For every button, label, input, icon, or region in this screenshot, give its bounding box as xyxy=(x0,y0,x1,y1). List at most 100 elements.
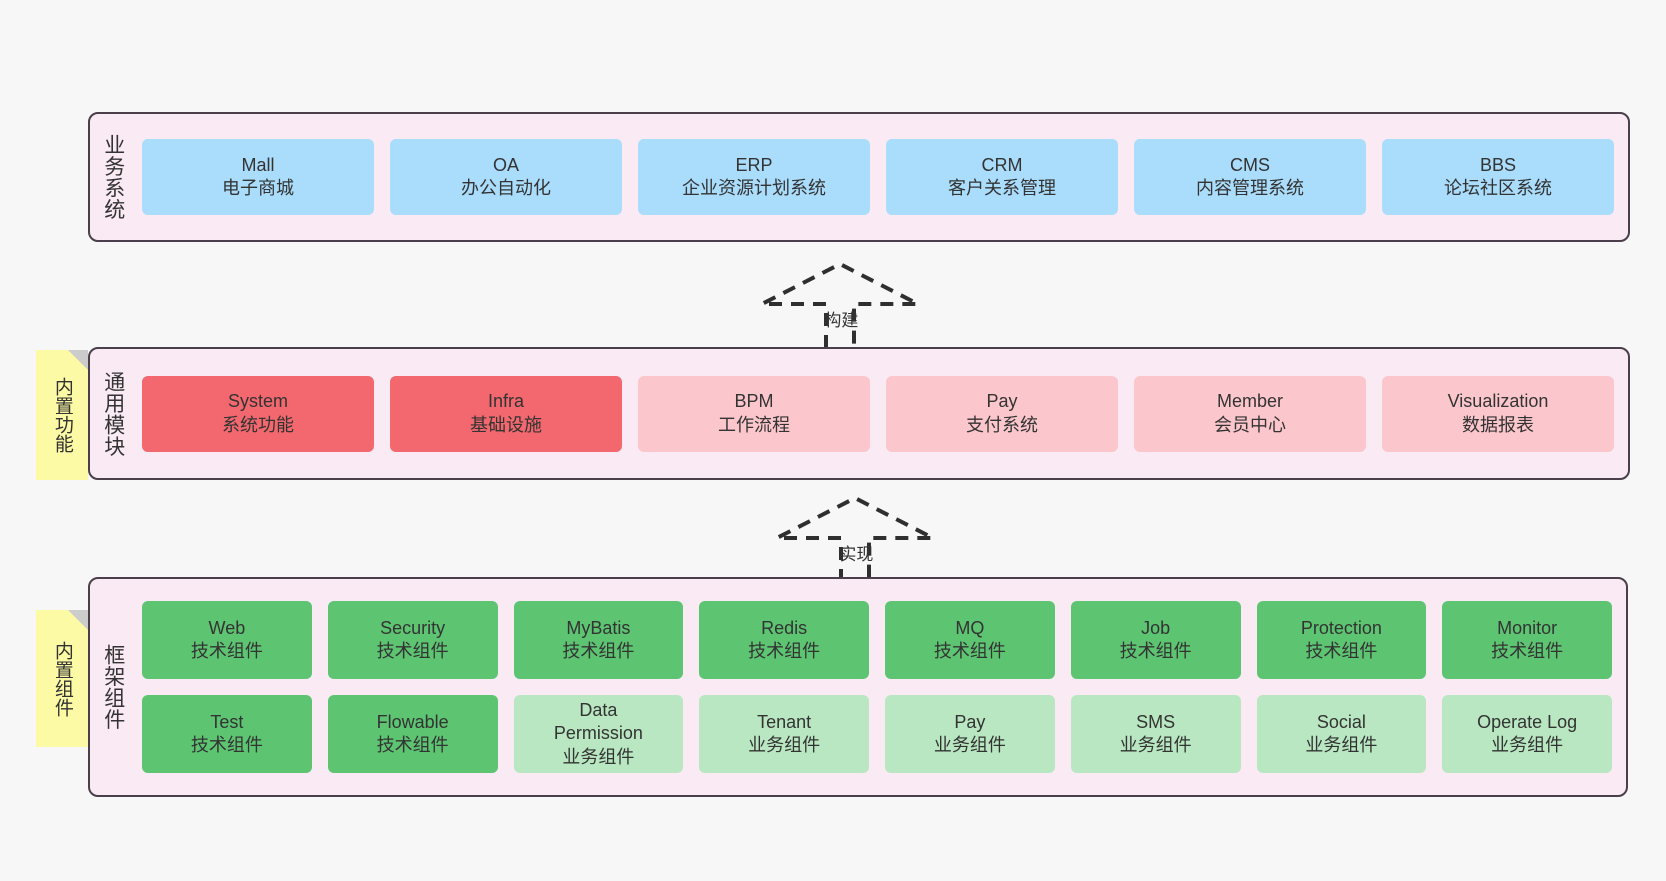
sticky-note-builtin-components: 内置组件 xyxy=(36,610,88,747)
component-card-subtitle: 技术组件 xyxy=(1119,641,1192,661)
component-card-title: Protection xyxy=(1300,617,1382,638)
module-card-cms[interactable]: CMS 内容管理系统 xyxy=(1134,139,1366,215)
component-card-title: Test xyxy=(210,711,244,732)
module-card-subtitle: 论坛社区系统 xyxy=(1444,178,1552,198)
component-card-subtitle: 业务组件 xyxy=(1491,735,1564,755)
module-card-subtitle: 客户关系管理 xyxy=(948,178,1056,198)
component-card-data-permission[interactable]: Data Permission 业务组件 xyxy=(513,695,684,773)
module-card-title: Visualization xyxy=(1447,391,1549,412)
module-card-bbs[interactable]: BBS 论坛社区系统 xyxy=(1382,139,1614,215)
component-card-subtitle: 技术组件 xyxy=(1305,641,1378,661)
module-card-title: BBS xyxy=(1479,154,1517,175)
module-card-subtitle: 内容管理系统 xyxy=(1196,178,1304,198)
component-card-monitor[interactable]: Monitor 技术组件 xyxy=(1442,601,1612,679)
component-card-pay[interactable]: Pay 业务组件 xyxy=(885,695,1055,773)
sticky-note-text: 内置功能 xyxy=(51,377,73,453)
layer-cells-framework-components: Web 技术组件 Security 技术组件 MyBatis 技术组件 Redi… xyxy=(136,579,1626,795)
connector-implement: 实现 xyxy=(775,492,935,588)
layer-cells-business-systems: Mall 电子商城 OA 办公自动化 ERP 企业资源计划系统 CRM 客户关系… xyxy=(136,114,1628,240)
module-card-member[interactable]: Member 会员中心 xyxy=(1134,375,1366,452)
component-card-title: Monitor xyxy=(1497,617,1558,638)
layer-label-common-modules: 通用模块 xyxy=(101,370,125,457)
module-card-visualization[interactable]: Visualization 数据报表 xyxy=(1382,375,1614,452)
cell-row: System 系统功能 Infra 基础设施 BPM 工作流程 Pay 支付系统… xyxy=(142,375,1614,452)
component-card-title: Security xyxy=(380,617,446,638)
component-card-subtitle: 技术组件 xyxy=(1491,641,1564,661)
component-card-title: Operate Log xyxy=(1477,711,1578,732)
component-card-title: Tenant xyxy=(757,711,812,732)
module-card-pay[interactable]: Pay 支付系统 xyxy=(886,375,1118,452)
component-card-subtitle: 技术组件 xyxy=(748,641,821,661)
component-card-title: MQ xyxy=(955,617,985,638)
component-card-title: Data Permission xyxy=(553,700,643,744)
component-card-title: Web xyxy=(208,617,246,638)
module-card-title: System xyxy=(227,391,288,412)
component-card-mybatis[interactable]: MyBatis 技术组件 xyxy=(513,601,684,679)
layer-common-modules: 通用模块 System 系统功能 Infra 基础设施 BPM 工作流程 Pay… xyxy=(88,347,1630,480)
connector-build: 构建 xyxy=(760,258,920,354)
component-card-security[interactable]: Security 技术组件 xyxy=(327,601,498,679)
module-card-subtitle: 电子商城 xyxy=(222,178,294,198)
component-card-sms[interactable]: SMS 业务组件 xyxy=(1070,695,1241,773)
connector-implement-label: 实现 xyxy=(839,545,874,564)
layer-label-framework-components: 框架组件 xyxy=(101,644,125,730)
component-card-subtitle: 业务组件 xyxy=(748,735,821,755)
module-card-subtitle: 基础设施 xyxy=(470,414,542,435)
component-card-subtitle: 技术组件 xyxy=(933,641,1006,661)
module-card-subtitle: 办公自动化 xyxy=(461,178,551,198)
component-card-flowable[interactable]: Flowable 技术组件 xyxy=(327,695,498,773)
cell-row: Mall 电子商城 OA 办公自动化 ERP 企业资源计划系统 CRM 客户关系… xyxy=(142,139,1614,215)
component-card-web[interactable]: Web 技术组件 xyxy=(142,601,312,679)
layer-business-systems: 业务系统 Mall 电子商城 OA 办公自动化 ERP 企业资源计划系统 CRM… xyxy=(88,112,1630,242)
module-card-infra[interactable]: Infra 基础设施 xyxy=(390,375,622,452)
module-card-subtitle: 系统功能 xyxy=(222,414,294,435)
module-card-erp[interactable]: ERP 企业资源计划系统 xyxy=(638,139,870,215)
sticky-note-text: 内置组件 xyxy=(51,640,73,717)
component-card-subtitle: 业务组件 xyxy=(1119,735,1192,755)
module-card-title: Mall xyxy=(241,154,275,175)
module-card-title: Pay xyxy=(986,391,1018,412)
module-card-title: ERP xyxy=(735,154,773,175)
component-card-title: Pay xyxy=(954,711,986,732)
component-card-subtitle: 技术组件 xyxy=(190,735,263,755)
module-card-crm[interactable]: CRM 客户关系管理 xyxy=(886,139,1118,215)
component-card-title: Job xyxy=(1141,617,1171,638)
component-card-protection[interactable]: Protection 技术组件 xyxy=(1256,601,1427,679)
component-card-job[interactable]: Job 技术组件 xyxy=(1070,601,1241,679)
component-card-subtitle: 业务组件 xyxy=(933,735,1006,755)
component-card-mq[interactable]: MQ 技术组件 xyxy=(885,601,1055,679)
component-card-redis[interactable]: Redis 技术组件 xyxy=(699,601,869,679)
component-card-operate-log[interactable]: Operate Log 业务组件 xyxy=(1442,695,1612,773)
component-card-subtitle: 技术组件 xyxy=(376,735,449,755)
component-card-test[interactable]: Test 技术组件 xyxy=(142,695,312,773)
layer-cells-common-modules: System 系统功能 Infra 基础设施 BPM 工作流程 Pay 支付系统… xyxy=(136,349,1628,478)
layer-framework-components: 框架组件 Web 技术组件 Security 技术组件 MyBatis 技术组件… xyxy=(88,577,1628,797)
module-card-bpm[interactable]: BPM 工作流程 xyxy=(638,375,870,452)
module-card-system[interactable]: System 系统功能 xyxy=(142,375,374,452)
cell-row: Test 技术组件 Flowable 技术组件 Data Permission … xyxy=(142,695,1612,773)
sticky-note-builtin-features: 内置功能 xyxy=(36,350,88,480)
component-card-title: Flowable xyxy=(376,711,449,732)
component-card-social[interactable]: Social 业务组件 xyxy=(1256,695,1427,773)
module-card-title: CRM xyxy=(981,154,1023,175)
module-card-title: Infra xyxy=(487,391,525,412)
component-card-subtitle: 技术组件 xyxy=(190,641,263,661)
component-card-title: MyBatis xyxy=(566,617,631,638)
component-card-subtitle: 业务组件 xyxy=(1305,735,1378,755)
component-card-subtitle: 业务组件 xyxy=(562,746,635,767)
component-card-title: Redis xyxy=(761,617,808,638)
component-card-title: Social xyxy=(1316,711,1366,732)
component-card-subtitle: 技术组件 xyxy=(376,641,449,661)
module-card-oa[interactable]: OA 办公自动化 xyxy=(390,139,622,215)
component-card-subtitle: 技术组件 xyxy=(562,641,635,661)
component-card-title: SMS xyxy=(1136,711,1176,732)
module-card-subtitle: 数据报表 xyxy=(1462,414,1534,435)
cell-row: Web 技术组件 Security 技术组件 MyBatis 技术组件 Redi… xyxy=(142,601,1612,679)
module-card-mall[interactable]: Mall 电子商城 xyxy=(142,139,374,215)
module-card-title: OA xyxy=(492,154,519,175)
module-card-title: BPM xyxy=(734,391,774,412)
module-card-subtitle: 会员中心 xyxy=(1214,414,1286,435)
layer-label-business-systems: 业务系统 xyxy=(101,134,125,220)
component-card-tenant[interactable]: Tenant 业务组件 xyxy=(699,695,869,773)
